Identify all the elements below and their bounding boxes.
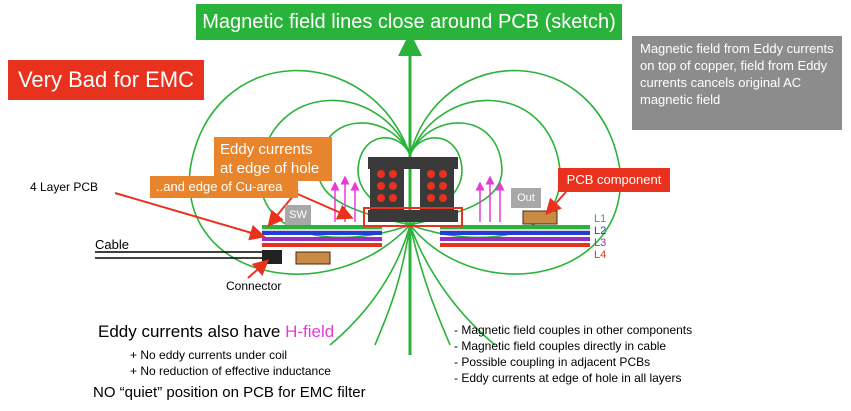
coil-winding-dot	[389, 170, 397, 178]
pcb-layer-l3-left	[262, 237, 382, 241]
out-label: Out	[511, 188, 541, 208]
connector-label: Connector	[226, 279, 282, 293]
core-bottom	[368, 210, 458, 222]
field-line-bottom-right2	[409, 224, 496, 346]
eddy-field-note: Magnetic field from Eddy currents on top…	[632, 36, 842, 130]
pcb-layer-l1-left	[262, 225, 382, 229]
coil-winding-dot	[439, 170, 447, 178]
coil-winding-dot	[389, 182, 397, 190]
layer-label-l3: L3	[594, 237, 607, 249]
warning-badge: Very Bad for EMC	[8, 60, 204, 100]
pcb-stack	[262, 225, 590, 247]
hfield-prefix: Eddy currents also have	[98, 322, 286, 341]
coil	[363, 157, 463, 227]
coil-winding-dot	[377, 182, 385, 190]
eddy-edge-hole-label: Eddy currents at edge of hole	[214, 137, 332, 181]
coil-winding-dot	[439, 182, 447, 190]
effect-list-item: - Magnetic field couples in other compon…	[454, 323, 693, 337]
effect-list-item: - Eddy currents at edge of hole in all l…	[454, 371, 682, 385]
effect-list-item: - Possible coupling in adjacent PCBs	[454, 355, 651, 369]
cable-label: Cable	[95, 237, 129, 252]
hfield-heading: Eddy currents also have H-field	[98, 322, 334, 342]
pcb-layer-l4-left	[262, 243, 382, 247]
coil-winding-dot	[377, 194, 385, 202]
hfield-highlight: H-field	[285, 322, 335, 341]
bottom-component-part	[295, 251, 331, 265]
core-right	[420, 167, 454, 212]
pcb-layer-l4-right	[440, 243, 590, 247]
four-layer-pcb-label: 4 Layer PCB	[30, 180, 99, 194]
coil-winding-dot	[377, 170, 385, 178]
field-line-bottom-left1	[329, 224, 411, 346]
coil-winding-dot	[427, 170, 435, 178]
diagram-title: Magnetic field lines close around PCB (s…	[196, 4, 622, 40]
coil-windings	[377, 170, 447, 202]
coil-winding-dot	[427, 194, 435, 202]
layer-label-l2: L2	[594, 225, 607, 237]
callout-4layer-arrow	[114, 192, 266, 241]
callout-connector-arrow	[247, 259, 269, 279]
pcb-layer-l2-left	[262, 231, 382, 235]
pcb-component-label: PCB component	[558, 168, 670, 192]
quiet-position-note: NO “quiet” position on PCB for EMC filte…	[93, 384, 366, 401]
core-left	[370, 167, 404, 212]
core-top	[368, 157, 458, 169]
hfield-bullet: + No eddy currents under coil	[130, 348, 288, 362]
coil-winding-dot	[389, 194, 397, 202]
hfield-bullet: + No reduction of effective inductance	[130, 364, 331, 378]
sw-label: SW	[285, 205, 311, 225]
coil-winding-dot	[427, 182, 435, 190]
pcb-layer-l1-right	[440, 225, 590, 229]
field-line-bottom-right1	[409, 224, 451, 346]
coil-winding-dot	[439, 194, 447, 202]
callout-component-arrow	[545, 191, 567, 215]
pcb-component-part	[522, 210, 558, 225]
field-line-bottom-left2	[374, 224, 411, 346]
pcb-layer-l3-right	[440, 237, 590, 241]
layer-label-l4: L4	[594, 249, 607, 261]
layer-label-l1: L1	[594, 213, 607, 225]
field-line-outer-left	[188, 69, 411, 275]
effect-list-item: - Magnetic field couples directly in cab…	[454, 339, 667, 353]
eddy-current-loop	[363, 207, 463, 227]
pcb-layer-l2-right	[440, 231, 590, 235]
edge-cu-area-label: ..and edge of Cu-area	[150, 176, 298, 198]
